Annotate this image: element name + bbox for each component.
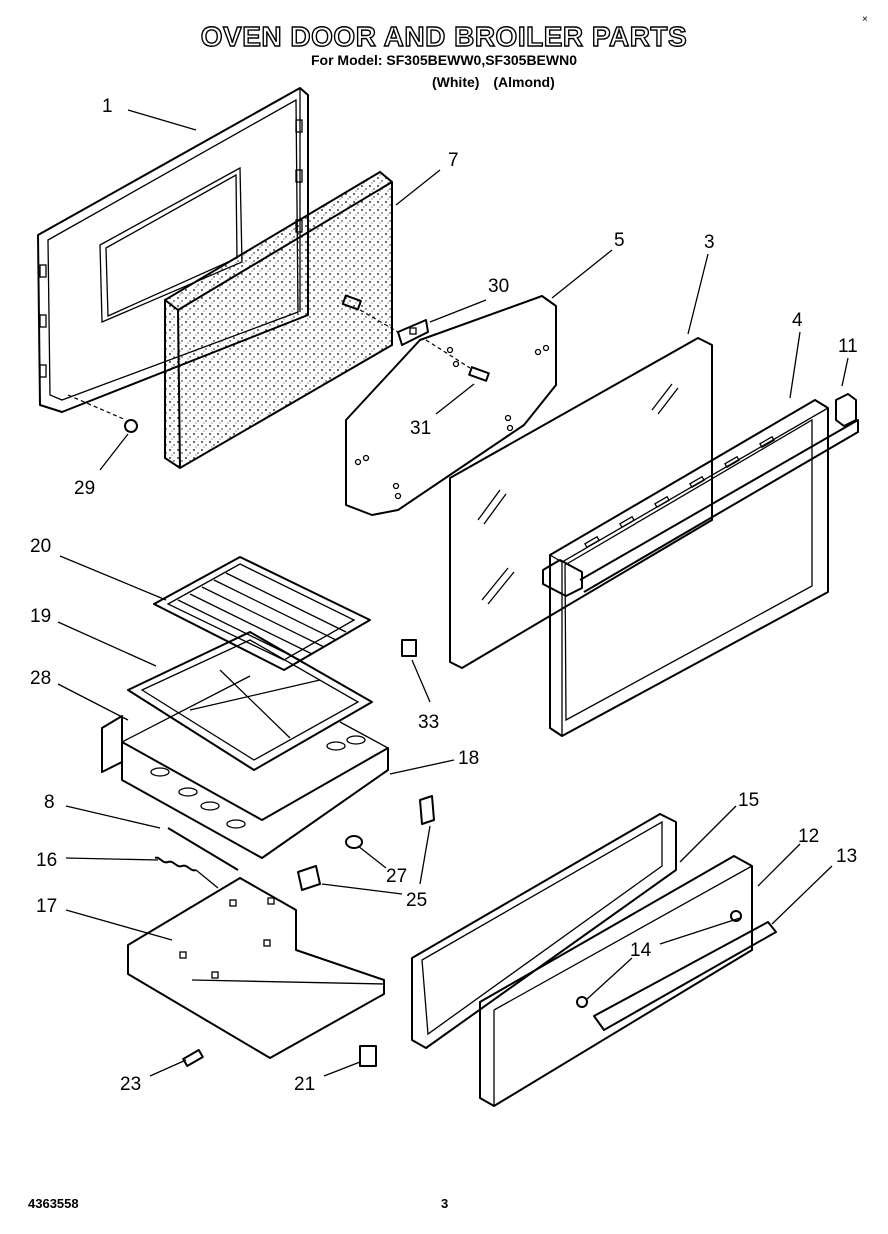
callout-3: 3 [704,232,715,253]
part-29-screw [124,419,138,433]
callout-19: 19 [30,606,51,627]
callout-16: 16 [36,850,57,871]
part-33-clip [401,639,417,657]
part-17-drawer-plate [127,877,385,1059]
part-14-spacers [576,910,742,1008]
part-28-18-broiler-drawer [101,675,389,859]
callout-8: 8 [44,792,55,813]
callout-labels: 1 7 5 30 3 4 11 31 29 20 19 28 33 18 8 1… [30,96,858,1095]
callout-1: 1 [102,96,113,117]
callout-15: 15 [738,790,759,811]
corner-mark: × [862,14,868,25]
part-20-broiler-grid [153,556,371,671]
part-8-rod [167,827,239,871]
part-12-drawer-panel [479,855,753,1107]
callout-27: 27 [386,866,407,887]
part-5-inner-panel [345,295,557,516]
part-19-broiler-pan [127,631,373,771]
variant-almond: (Almond) [493,74,555,90]
callout-23: 23 [120,1074,141,1095]
part-4-door-liner-frame [549,399,829,737]
callout-7: 7 [448,150,459,171]
part-3-glass-panel [449,337,713,669]
part-21-hinge-clip [359,1045,377,1067]
part-11-bracket [542,393,859,597]
callout-30: 30 [488,276,509,297]
callout-29: 29 [74,478,95,499]
part-27-clip [345,835,363,849]
page-title: OVEN DOOR AND BROILER PARTS [200,21,688,52]
page-header: OVEN DOOR AND BROILER PARTS For Model: S… [0,21,888,68]
callout-13: 13 [836,846,857,867]
callout-5: 5 [614,230,625,251]
part-25-bracket [297,795,435,891]
model-variants: (White) (Almond) [432,74,565,90]
part-16-spring [154,856,219,889]
page-number: 3 [441,1196,449,1211]
callout-12: 12 [798,826,819,847]
callout-28: 28 [30,668,51,689]
part-30-bracket [397,319,429,346]
part-screw-top [341,294,362,311]
callout-21: 21 [294,1074,315,1095]
callout-20: 20 [30,536,51,557]
callout-14: 14 [630,940,652,961]
part-23-screw [182,1049,204,1067]
callout-33: 33 [418,712,439,733]
callout-17: 17 [36,896,57,917]
callout-11: 11 [838,336,858,357]
callout-31: 31 [410,418,431,439]
callout-25: 25 [406,890,427,911]
variant-white: (White) [432,74,480,90]
part-7-insulation [164,170,393,470]
callout-4: 4 [792,310,803,331]
part-15-drawer-frame [411,813,677,1049]
document-number: 4363558 [28,1196,79,1211]
model-line: For Model: SF305BEWW0,SF305BEWN0 [310,52,578,68]
part-31-screw [468,366,490,382]
callout-18: 18 [458,748,479,769]
leader-lines [57,109,849,1077]
part-13-handle [593,921,777,1031]
